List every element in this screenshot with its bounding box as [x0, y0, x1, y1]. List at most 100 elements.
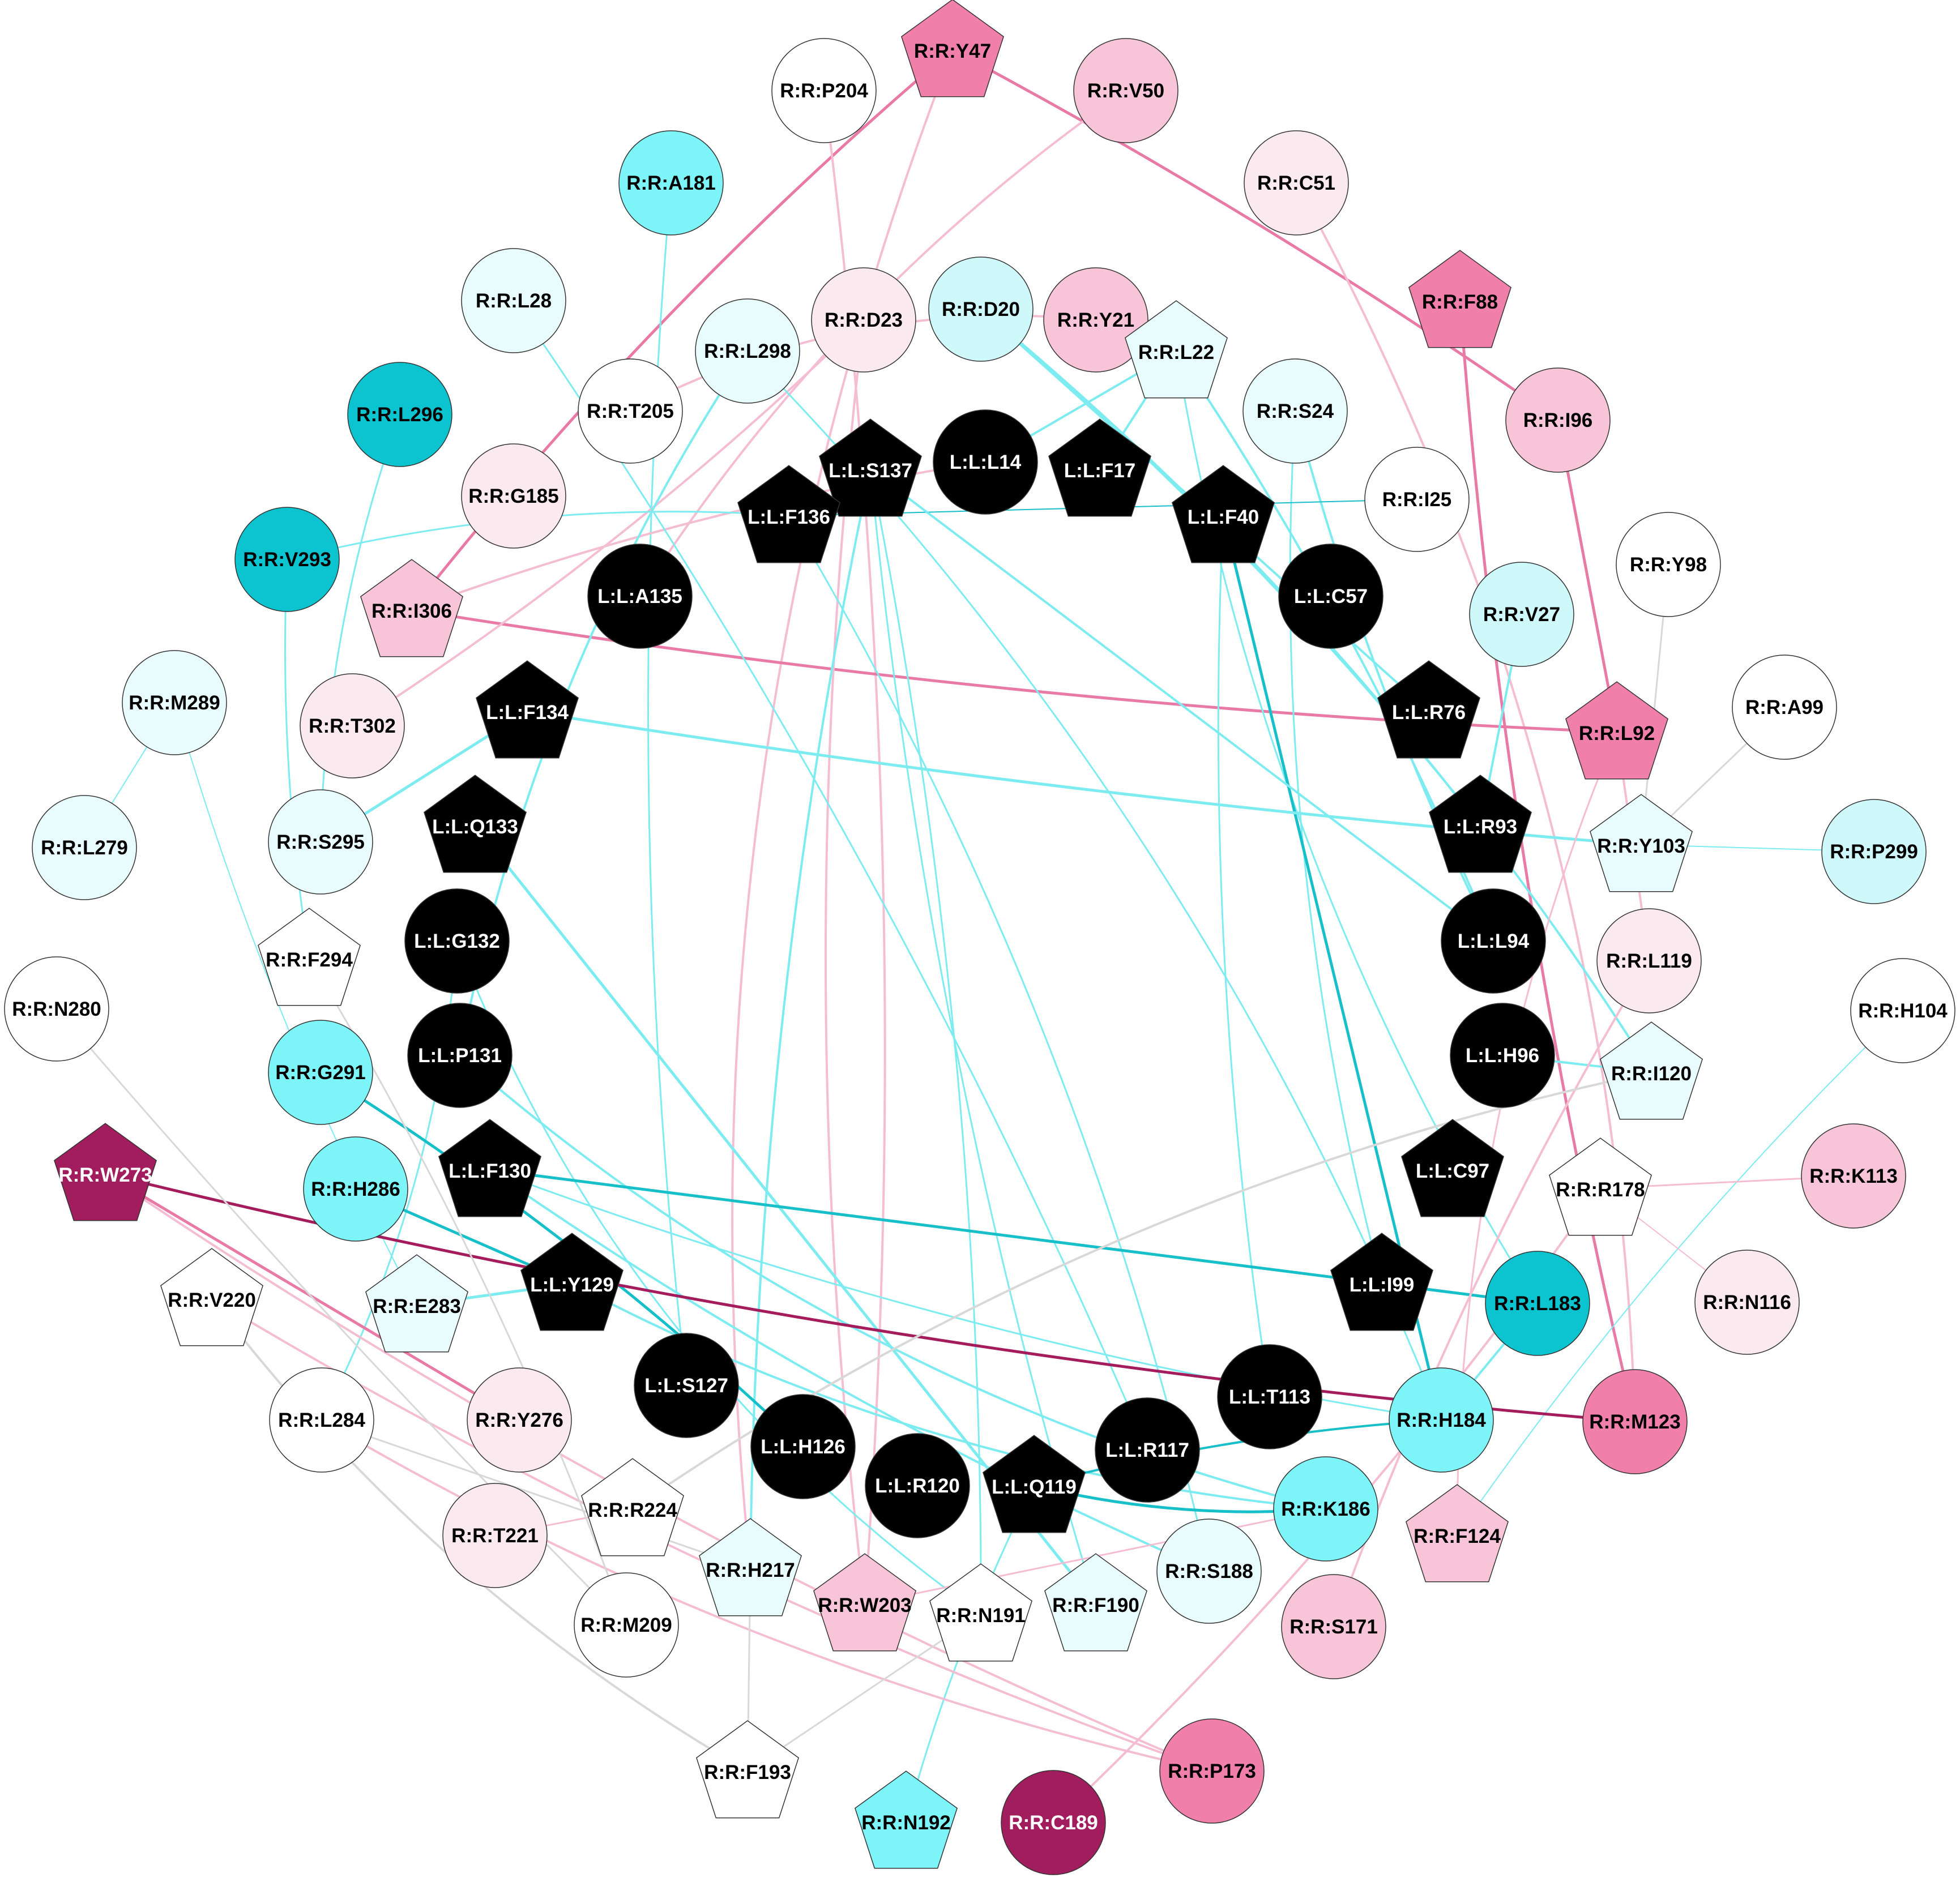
node-r-r-y103[interactable]: R:R:Y103	[1590, 794, 1693, 892]
node-r-r-v293[interactable]: R:R:V293	[234, 507, 340, 612]
node-r-r-f124[interactable]: R:R:F124	[1406, 1484, 1509, 1582]
node-r-r-c189[interactable]: R:R:C189	[1001, 1770, 1106, 1875]
node-l-l-s137[interactable]: L:L:S137	[819, 418, 922, 517]
node-r-r-y276[interactable]: R:R:Y276	[467, 1367, 572, 1473]
node-r-r-v27[interactable]: R:R:V27	[1469, 562, 1574, 667]
node-r-r-m209[interactable]: R:R:M209	[574, 1572, 679, 1678]
node-label: R:R:K113	[1809, 1165, 1898, 1187]
node-l-l-f136[interactable]: L:L:F136	[737, 465, 840, 563]
node-r-r-t302[interactable]: R:R:T302	[300, 673, 405, 779]
node-r-r-n116[interactable]: R:R:N116	[1694, 1250, 1800, 1355]
node-r-r-h104[interactable]: R:R:H104	[1850, 958, 1955, 1063]
node-r-r-g291[interactable]: R:R:G291	[268, 1020, 373, 1125]
node-r-r-f193[interactable]: R:R:F193	[696, 1720, 799, 1819]
node-r-r-a99[interactable]: R:R:A99	[1732, 655, 1837, 760]
node-l-l-a135[interactable]: L:L:A135	[587, 544, 693, 649]
node-r-r-h286[interactable]: R:R:H286	[303, 1136, 408, 1242]
node-r-r-n280[interactable]: R:R:N280	[4, 956, 109, 1062]
node-r-r-y21[interactable]: R:R:Y21	[1043, 267, 1148, 373]
node-r-r-y47[interactable]: R:R:Y47	[901, 0, 1004, 97]
node-label: R:R:I120	[1611, 1063, 1692, 1085]
node-r-r-h217[interactable]: R:R:H217	[699, 1518, 802, 1616]
node-r-r-r224[interactable]: R:R:R224	[581, 1458, 684, 1556]
node-r-r-s295[interactable]: R:R:S295	[268, 789, 373, 895]
node-r-r-l183[interactable]: R:R:L183	[1485, 1251, 1590, 1356]
node-r-r-w203[interactable]: R:R:W203	[813, 1553, 916, 1652]
node-l-l-f17[interactable]: L:L:F17	[1048, 418, 1151, 517]
node-l-l-g132[interactable]: L:L:G132	[404, 888, 510, 994]
edge-r-r-y47-r-r-i96	[951, 48, 1560, 422]
node-l-l-p131[interactable]: L:L:P131	[407, 1003, 513, 1108]
node-r-r-c51[interactable]: R:R:C51	[1244, 130, 1349, 236]
node-r-r-p173[interactable]: R:R:P173	[1159, 1718, 1265, 1824]
node-l-l-f134[interactable]: L:L:F134	[476, 660, 579, 759]
node-l-l-i99[interactable]: L:L:I99	[1330, 1233, 1433, 1331]
node-r-r-h184[interactable]: R:R:H184	[1389, 1367, 1494, 1473]
node-l-l-y129[interactable]: L:L:Y129	[520, 1233, 624, 1331]
node-r-r-n192[interactable]: R:R:N192	[855, 1770, 958, 1869]
node-r-r-y98[interactable]: R:R:Y98	[1616, 512, 1721, 617]
node-l-l-q119[interactable]: L:L:Q119	[983, 1435, 1086, 1533]
node-r-r-m123[interactable]: R:R:M123	[1582, 1369, 1688, 1474]
node-pentagon-shape	[1172, 465, 1275, 563]
node-r-r-t221[interactable]: R:R:T221	[442, 1483, 548, 1588]
node-l-l-r117[interactable]: L:L:R117	[1095, 1397, 1200, 1503]
node-l-l-c57[interactable]: L:L:C57	[1278, 544, 1383, 649]
node-r-r-k186[interactable]: R:R:K186	[1273, 1456, 1378, 1562]
node-l-l-r93[interactable]: L:L:R93	[1429, 775, 1532, 873]
node-l-l-l94[interactable]: L:L:L94	[1441, 888, 1546, 994]
node-r-r-a181[interactable]: R:R:A181	[618, 130, 724, 236]
node-r-r-l284[interactable]: R:R:L284	[269, 1367, 374, 1473]
node-r-r-w273[interactable]: R:R:W273	[54, 1123, 157, 1221]
node-l-l-h126[interactable]: L:L:H126	[750, 1394, 856, 1499]
node-l-l-r120[interactable]: L:L:R120	[865, 1433, 970, 1538]
node-r-r-p299[interactable]: R:R:P299	[1821, 799, 1927, 904]
node-l-l-r76[interactable]: L:L:R76	[1377, 660, 1480, 759]
node-r-r-i25[interactable]: R:R:I25	[1364, 447, 1470, 552]
node-r-r-g185[interactable]: R:R:G185	[461, 443, 566, 549]
node-r-r-s188[interactable]: R:R:S188	[1156, 1519, 1262, 1624]
node-r-r-v220[interactable]: R:R:V220	[160, 1248, 263, 1346]
node-l-l-c97[interactable]: L:L:C97	[1401, 1119, 1504, 1217]
node-r-r-r178[interactable]: R:R:R178	[1549, 1137, 1652, 1236]
node-l-l-l14[interactable]: L:L:L14	[933, 409, 1038, 515]
node-pentagon-shape	[901, 0, 1004, 97]
node-l-l-h96[interactable]: L:L:H96	[1450, 1003, 1555, 1108]
node-r-r-i306[interactable]: R:R:I306	[360, 559, 463, 657]
node-r-r-f190[interactable]: R:R:F190	[1044, 1553, 1147, 1652]
node-pentagon-shape	[696, 1720, 799, 1819]
node-r-r-f88[interactable]: R:R:F88	[1408, 250, 1511, 348]
node-r-r-i96[interactable]: R:R:I96	[1505, 367, 1611, 473]
node-r-r-l298[interactable]: R:R:L298	[695, 298, 800, 404]
node-r-r-p204[interactable]: R:R:P204	[771, 38, 877, 143]
node-l-l-t113[interactable]: L:L:T113	[1217, 1344, 1322, 1449]
node-label: R:R:W273	[58, 1164, 152, 1186]
node-circle-shape	[1278, 544, 1383, 649]
node-l-l-f130[interactable]: L:L:F130	[438, 1119, 541, 1217]
node-r-r-l119[interactable]: R:R:L119	[1596, 908, 1702, 1013]
node-label: L:L:T113	[1229, 1386, 1310, 1408]
node-l-l-q133[interactable]: L:L:Q133	[424, 775, 527, 873]
node-r-r-d23[interactable]: R:R:D23	[811, 267, 916, 373]
node-pentagon-shape	[929, 1563, 1032, 1662]
node-r-r-l296[interactable]: R:R:L296	[347, 362, 452, 467]
node-r-r-f294[interactable]: R:R:F294	[258, 908, 361, 1006]
node-l-l-s127[interactable]: L:L:S127	[634, 1333, 739, 1438]
node-pentagon-shape	[1377, 660, 1480, 759]
node-r-r-k113[interactable]: R:R:K113	[1801, 1123, 1906, 1229]
node-r-r-d20[interactable]: R:R:D20	[928, 256, 1034, 362]
node-label: R:R:I25	[1382, 489, 1452, 511]
node-r-r-n191[interactable]: R:R:N191	[929, 1563, 1032, 1662]
node-r-r-v50[interactable]: R:R:V50	[1073, 38, 1178, 143]
node-r-r-l22[interactable]: R:R:L22	[1125, 300, 1228, 399]
node-r-r-i120[interactable]: R:R:I120	[1600, 1021, 1703, 1120]
node-l-l-f40[interactable]: L:L:F40	[1172, 465, 1275, 563]
node-r-r-m289[interactable]: R:R:M289	[122, 650, 227, 755]
node-r-r-l28[interactable]: R:R:L28	[461, 248, 566, 353]
node-r-r-e283[interactable]: R:R:E283	[365, 1254, 468, 1353]
node-r-r-s171[interactable]: R:R:S171	[1281, 1574, 1386, 1679]
node-r-r-l279[interactable]: R:R:L279	[32, 795, 137, 900]
node-r-r-t205[interactable]: R:R:T205	[578, 358, 683, 464]
node-r-r-s24[interactable]: R:R:S24	[1242, 358, 1348, 464]
node-r-r-l92[interactable]: R:R:L92	[1565, 681, 1668, 780]
